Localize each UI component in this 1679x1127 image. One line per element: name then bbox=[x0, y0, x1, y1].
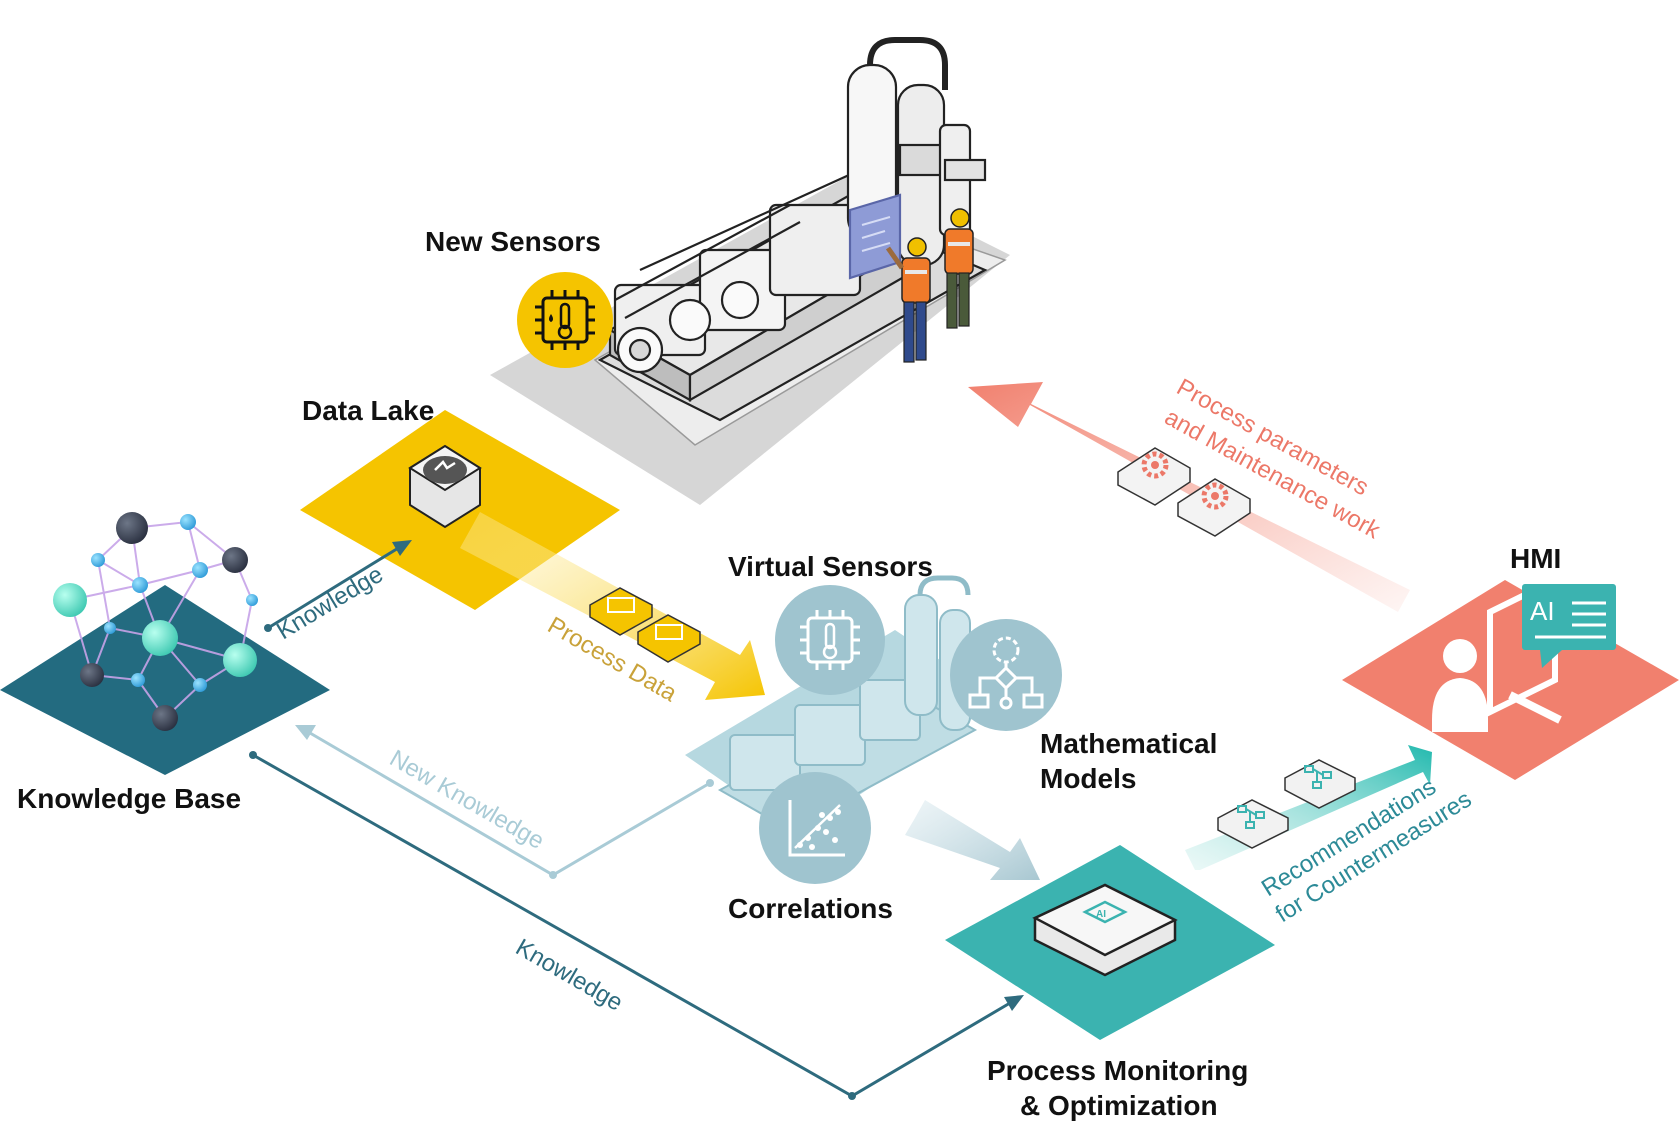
gear-chip-icon bbox=[1117, 447, 1191, 506]
virtual-sensor-icon bbox=[775, 585, 885, 695]
flow-label-knowledge-bottom: Knowledge bbox=[511, 934, 627, 1017]
hmi-user-icon bbox=[1432, 639, 1488, 732]
data-chip-icon bbox=[637, 614, 701, 663]
hmi-ai-text: AI bbox=[1530, 596, 1555, 626]
label-new-sensors: New Sensors bbox=[425, 226, 601, 257]
knowledge-base-platform bbox=[0, 585, 330, 775]
new-knowledge-arrow bbox=[295, 725, 714, 879]
industrial-machine-illustration bbox=[597, 37, 988, 422]
data-lake-storage-icon bbox=[408, 444, 482, 529]
label-knowledge-base: Knowledge Base bbox=[17, 783, 241, 814]
worker-left bbox=[885, 237, 931, 363]
ai-chip-icon: AI bbox=[1032, 883, 1178, 977]
label-correlations: Correlations bbox=[728, 893, 893, 924]
mathematical-model-icon bbox=[950, 619, 1062, 731]
knowledge-to-lake-arrow bbox=[264, 540, 412, 632]
ai-chat-bubble-icon: AI bbox=[1522, 584, 1616, 668]
label-optimization: & Optimization bbox=[1020, 1090, 1218, 1121]
data-chip-icon bbox=[589, 587, 653, 636]
knowledge-graph-icon bbox=[53, 512, 258, 731]
label-mathematical: Mathematical bbox=[1040, 728, 1217, 759]
label-hmi: HMI bbox=[1510, 543, 1561, 574]
label-virtual-sensors: Virtual Sensors bbox=[728, 551, 933, 582]
correlations-icon bbox=[759, 772, 871, 884]
knowledge-bottom-arrow bbox=[249, 751, 1024, 1100]
network-chip-icon bbox=[1284, 759, 1356, 809]
flow-label-knowledge-to-lake: Knowledge bbox=[272, 561, 388, 645]
ai-chip-text: AI bbox=[1096, 909, 1106, 920]
label-models: Models bbox=[1040, 763, 1136, 794]
hmi-platform bbox=[1342, 580, 1679, 780]
network-chip-icon bbox=[1217, 799, 1289, 849]
gear-chip-icon bbox=[1177, 478, 1251, 537]
label-data-lake: Data Lake bbox=[302, 395, 434, 426]
sensor-chip-icon bbox=[517, 272, 613, 368]
label-process-monitoring: Process Monitoring bbox=[987, 1055, 1248, 1086]
virtual-to-monitoring-arrow bbox=[905, 800, 1040, 880]
process-parameters-arrow bbox=[968, 382, 1410, 612]
flow-label-new-knowledge: New Knowledge bbox=[385, 745, 549, 855]
worker-right bbox=[944, 208, 974, 329]
